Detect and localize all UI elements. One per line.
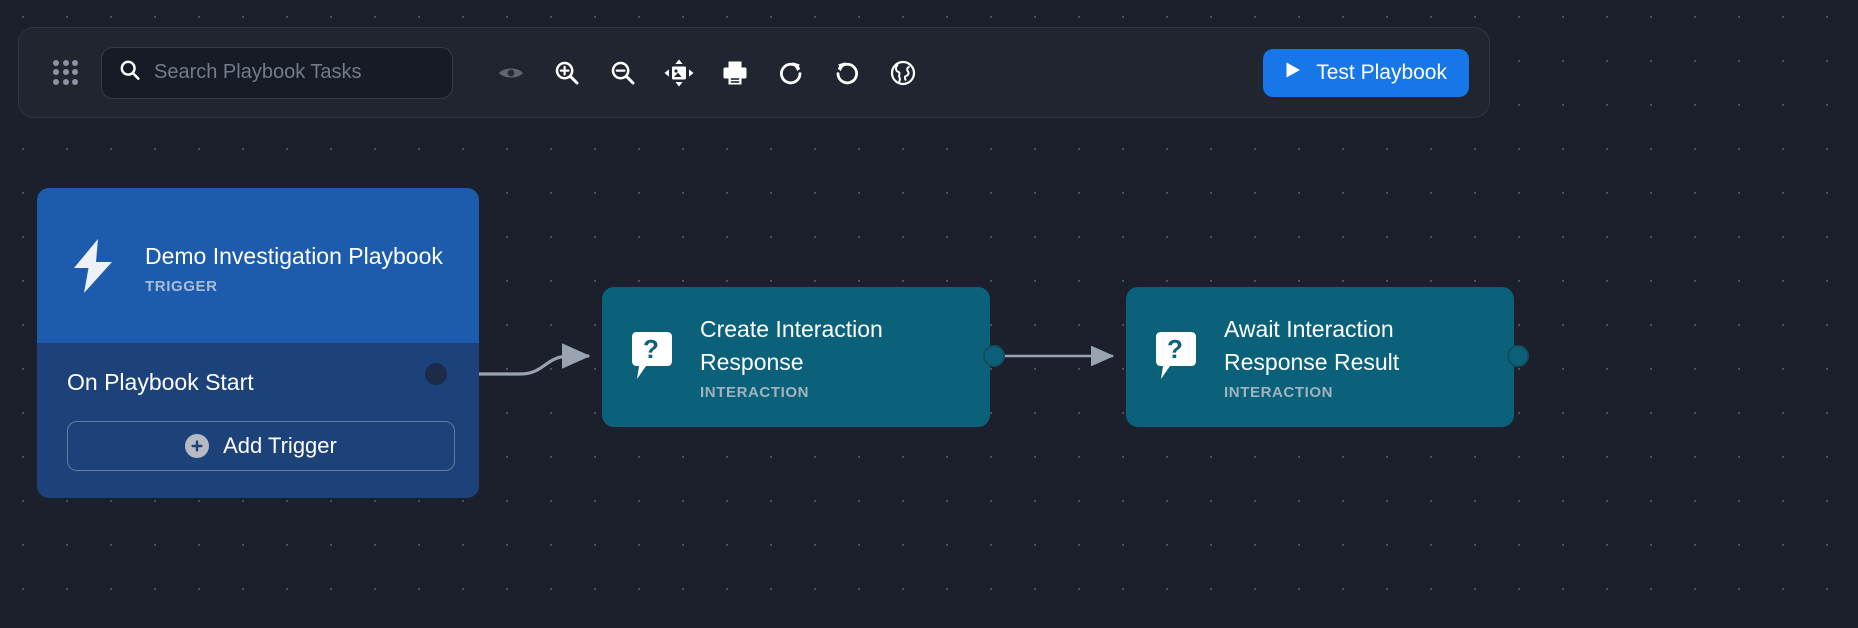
search-playbook-tasks-box[interactable]	[101, 46, 453, 99]
question-speech-bubble-icon: ?	[628, 331, 676, 383]
trigger-node-title: Demo Investigation Playbook	[145, 242, 443, 269]
await-node-title: Await Interaction Response Result	[1224, 315, 1400, 375]
magnifier-minus-icon	[608, 58, 638, 88]
globe-button[interactable]	[875, 45, 931, 101]
print-button[interactable]	[707, 45, 763, 101]
trigger-node-text: Demo Investigation Playbook TRIGGER	[145, 236, 443, 295]
add-trigger-label: Add Trigger	[223, 432, 337, 458]
node-trigger-demo-investigation-playbook[interactable]: Demo Investigation Playbook TRIGGER On P…	[37, 188, 479, 498]
undo-button[interactable]	[819, 45, 875, 101]
node-create-interaction-response[interactable]: ? Create Interaction Response INTERACTIO…	[602, 287, 990, 427]
plus-circle-icon	[185, 433, 210, 458]
question-speech-bubble-icon: ?	[1152, 331, 1200, 383]
create-node-category: INTERACTION	[700, 384, 810, 402]
trigger-output-port[interactable]	[425, 363, 447, 385]
test-playbook-label: Test Playbook	[1316, 60, 1447, 84]
lightning-bolt-icon	[67, 237, 119, 295]
trigger-node-body: On Playbook Start Add Trigger	[37, 343, 479, 498]
search-input[interactable]	[154, 61, 438, 84]
drag-dots-icon[interactable]	[53, 59, 79, 86]
await-node-category: INTERACTION	[1224, 384, 1334, 402]
globe-icon	[889, 59, 917, 87]
redo-arrow-icon	[776, 58, 806, 88]
playbook-toolbar: Test Playbook	[18, 27, 1490, 118]
create-node-title: Create Interaction Response	[700, 315, 883, 375]
fit-to-screen-button[interactable]	[651, 45, 707, 101]
undo-arrow-icon	[832, 58, 862, 88]
zoom-out-button[interactable]	[595, 45, 651, 101]
toggle-visibility-button[interactable]	[483, 45, 539, 101]
on-playbook-start-label: On Playbook Start	[67, 369, 254, 395]
fit-image-icon	[663, 58, 695, 88]
printer-icon	[720, 58, 750, 88]
await-node-text: Await Interaction Response Result INTERA…	[1224, 313, 1492, 402]
eye-icon	[496, 58, 526, 88]
search-icon	[118, 58, 142, 87]
await-node-output-port[interactable]	[1507, 345, 1529, 367]
node-await-interaction-response-result[interactable]: ? Await Interaction Response Result INTE…	[1126, 287, 1514, 427]
create-node-text: Create Interaction Response INTERACTION	[700, 313, 968, 402]
svg-text:?: ?	[643, 334, 659, 364]
create-node-output-port[interactable]	[983, 345, 1005, 367]
magnifier-plus-icon	[552, 58, 582, 88]
add-trigger-button[interactable]: Add Trigger	[67, 420, 455, 471]
svg-text:?: ?	[1167, 334, 1183, 364]
test-playbook-button[interactable]: Test Playbook	[1263, 48, 1469, 97]
zoom-in-button[interactable]	[539, 45, 595, 101]
play-triangle-icon	[1283, 60, 1303, 86]
trigger-node-category: TRIGGER	[145, 278, 218, 296]
redo-button[interactable]	[763, 45, 819, 101]
trigger-node-header: Demo Investigation Playbook TRIGGER	[37, 188, 479, 343]
